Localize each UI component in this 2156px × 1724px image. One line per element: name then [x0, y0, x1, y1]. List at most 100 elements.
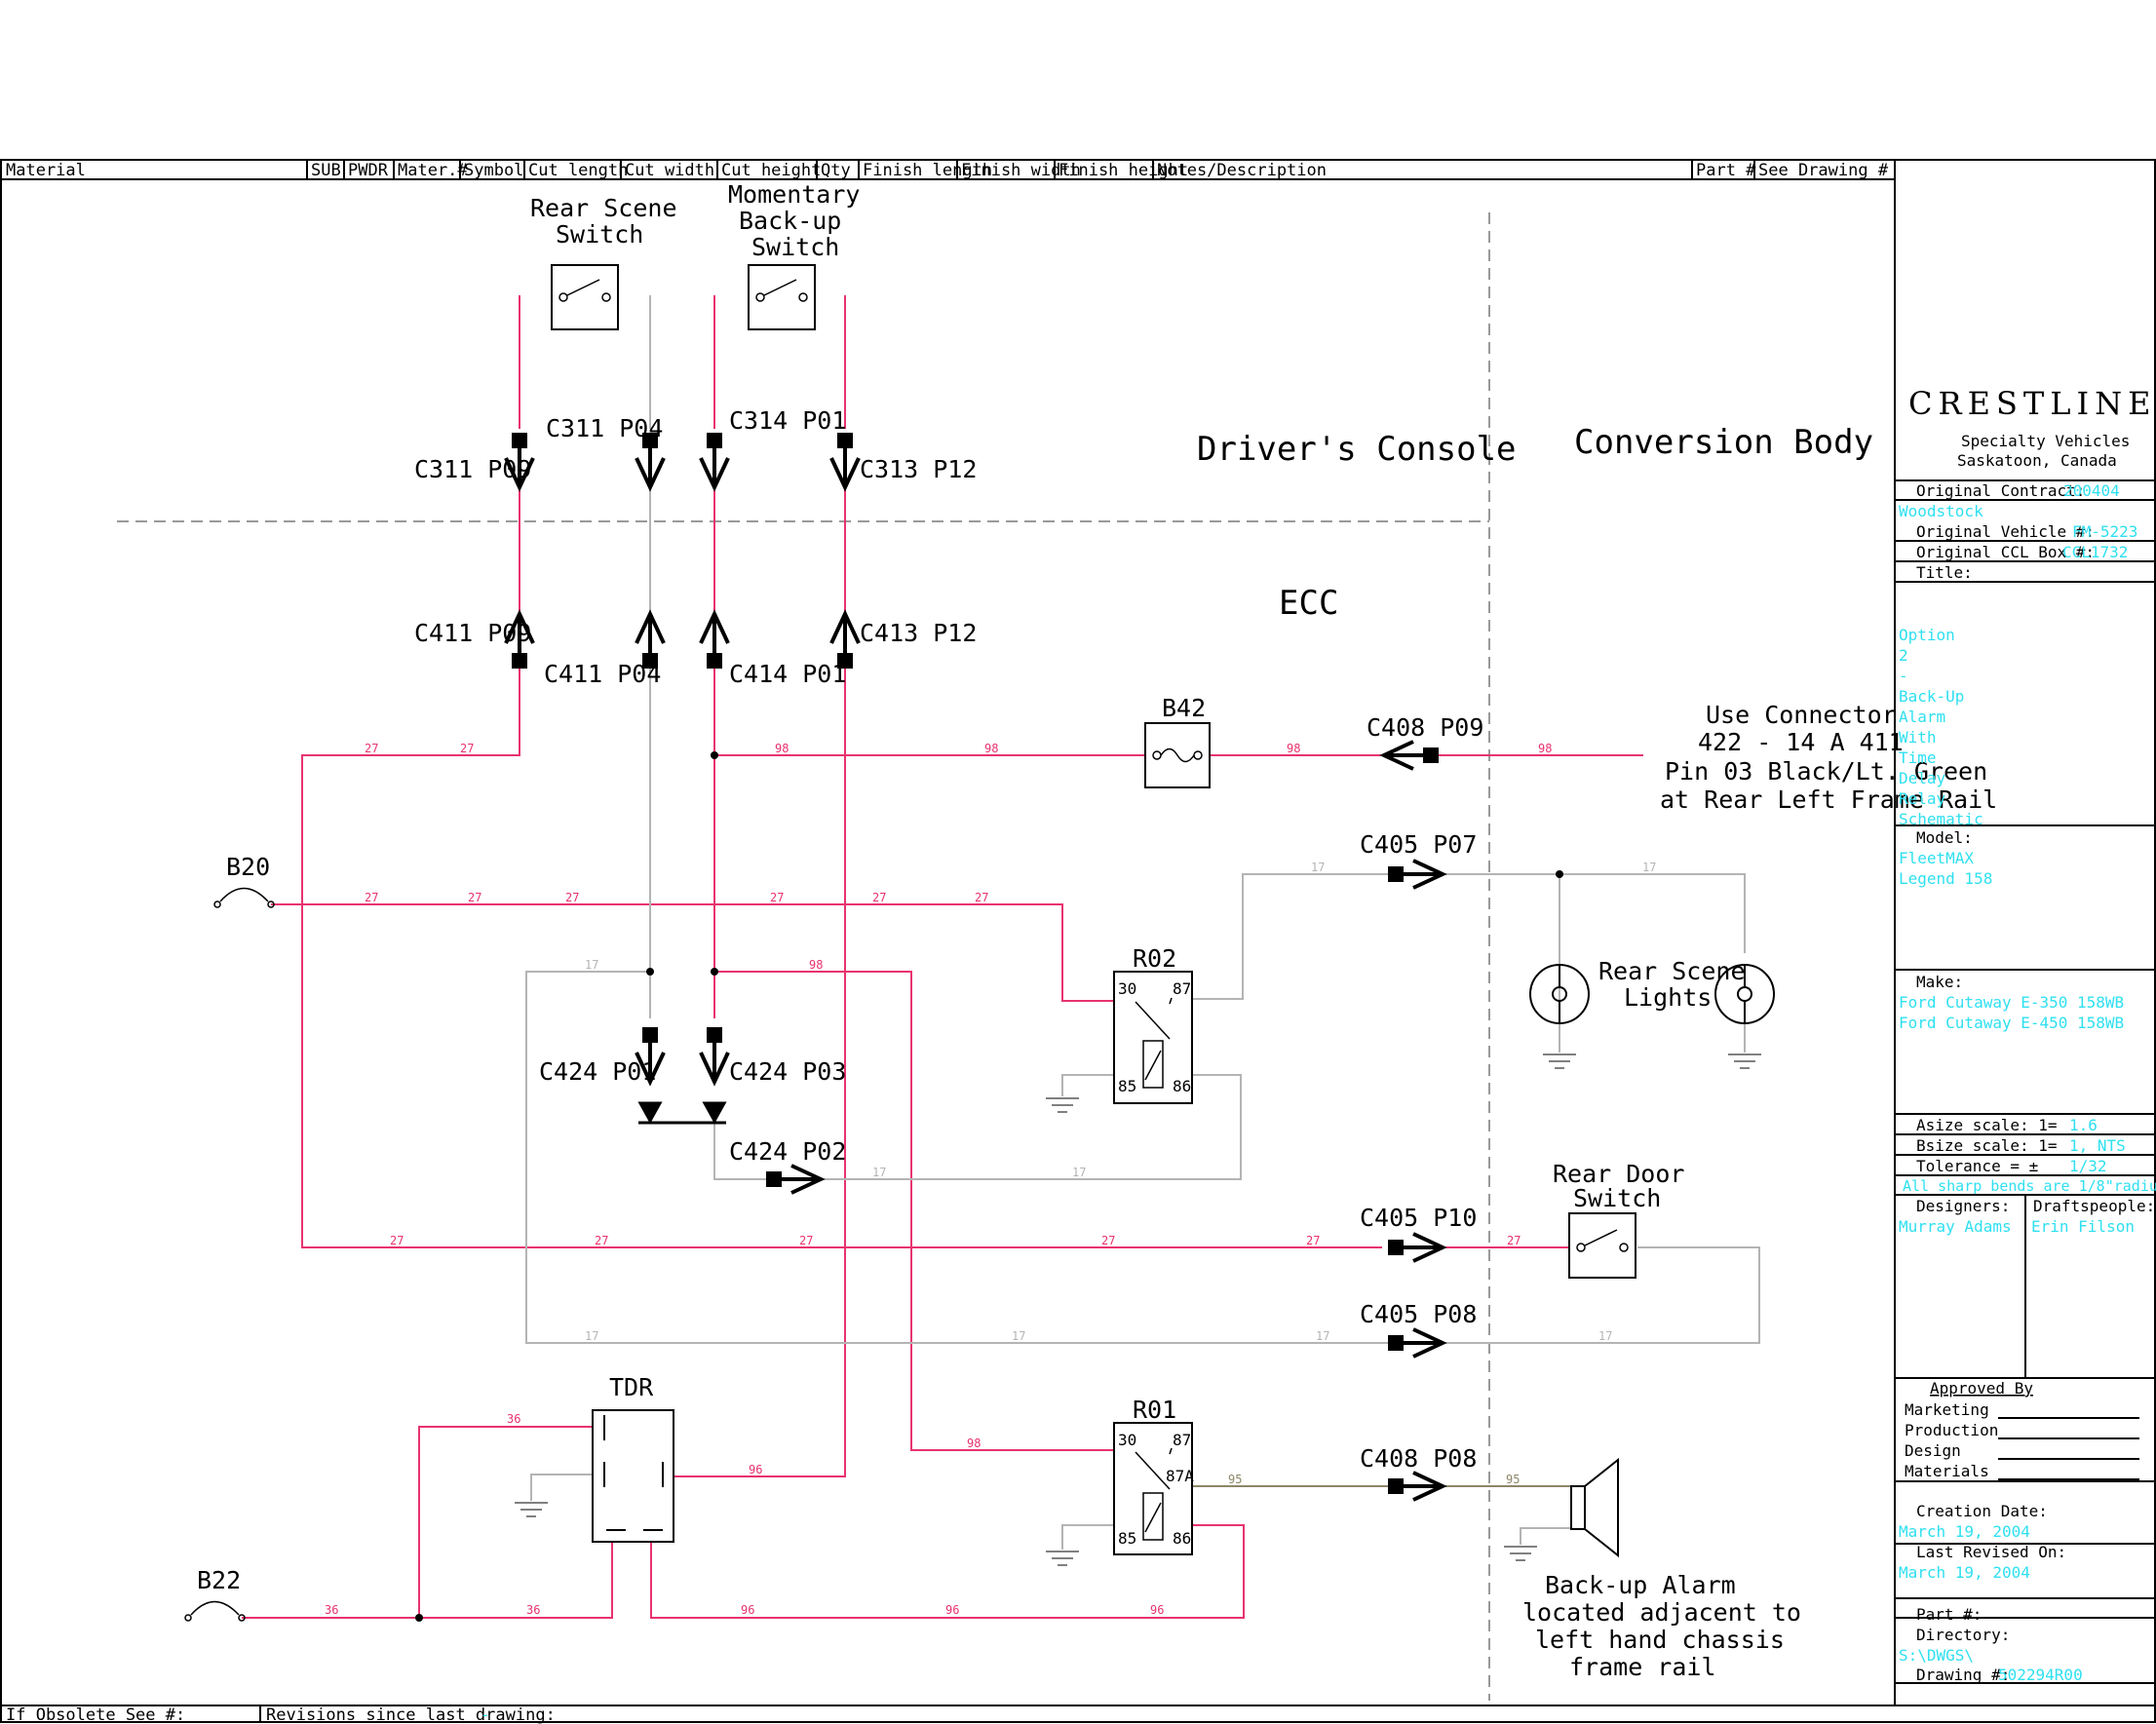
backup-alarm-note-2: located adjacent to	[1522, 1598, 1801, 1627]
connector-c413-p12: C413 P12	[860, 619, 977, 647]
make-label: Make:	[1916, 973, 1963, 991]
wire-label: 96	[741, 1603, 754, 1617]
material-header-row: Material SUB PWDR Mater.# Symbol Cut len…	[6, 161, 1889, 180]
backup-alarm-note-4: frame rail	[1569, 1653, 1716, 1681]
original-contract-label: Original Contract:	[1916, 481, 2085, 500]
draftspeople-label: Draftspeople:	[2033, 1197, 2155, 1215]
wire-label: 98	[809, 958, 823, 972]
backup-switch-label-3: Switch	[751, 233, 839, 261]
bsize-value: 1, NTS	[2069, 1136, 2126, 1155]
directory-label: Directory:	[1916, 1626, 2010, 1644]
c424-splice	[637, 1101, 727, 1125]
wire-label: 27	[1306, 1234, 1320, 1247]
tolerance-value: 1/32	[2069, 1157, 2107, 1175]
tdr-label: TDR	[609, 1373, 654, 1401]
wire-label: 27	[390, 1234, 404, 1247]
zone-dividers	[117, 212, 1490, 1701]
connector-c411-p09: C411 P09	[414, 619, 531, 647]
title-line: Delay	[1899, 769, 1946, 787]
rear-scene-lights-label-1: Rear Scene	[1598, 957, 1746, 985]
backup-switch-label-1: Momentary	[728, 180, 860, 209]
rear-scene-light-left	[1529, 964, 1590, 1024]
header-sub: SUB	[311, 161, 341, 180]
r01-pin-85: 85	[1118, 1529, 1136, 1548]
title-line: With	[1899, 728, 1937, 747]
wire-label: 27	[565, 891, 579, 904]
rear-scene-lights-label-2: Lights	[1624, 983, 1712, 1012]
backup-alarm-note: Back-up Alarm located adjacent to left h…	[1522, 1571, 1801, 1681]
designers-value: Murray Adams	[1899, 1217, 2012, 1236]
use-connector-note-2: 422 - 14 A 411	[1698, 728, 1904, 756]
wire-labels: 27 27 27 27 27 27 27 27 27 27 27 27 27 2…	[325, 742, 1656, 1617]
wire-label: 17	[585, 1329, 598, 1343]
r01-pin-86: 86	[1173, 1529, 1191, 1548]
wires-ground	[530, 1023, 1746, 1550]
backup-alarm-horn	[1570, 1457, 1619, 1558]
wire-label: 98	[984, 742, 998, 755]
part-label: Part #:	[1916, 1605, 1982, 1624]
wire-label: 27	[365, 891, 378, 904]
connector-labels: C311 P09 C311 P04 C314 P01 C313 P12 C411…	[414, 406, 1483, 1473]
title-label: Title:	[1916, 563, 1973, 582]
header-symbol: Symbol	[464, 161, 523, 180]
b22-label: B22	[197, 1566, 241, 1594]
wire-label: 95	[1506, 1473, 1520, 1486]
b20-label: B20	[226, 853, 270, 881]
connector-c411-p04: C411 P04	[544, 660, 661, 688]
r01-relay	[1113, 1422, 1193, 1555]
wires-36	[242, 1426, 613, 1619]
b42-fuse	[1144, 722, 1211, 788]
wire-label: 96	[749, 1463, 762, 1476]
connector-c405-p08: C405 P08	[1360, 1300, 1477, 1328]
wire-label: 27	[1101, 1234, 1115, 1247]
rear-door-switch-label-1: Rear Door	[1553, 1160, 1684, 1188]
connector-c424-p03: C424 P03	[729, 1057, 846, 1086]
directory-value: S:\DWGS\	[1899, 1646, 1974, 1665]
tdr-relay	[592, 1409, 674, 1543]
use-connector-note-3: Pin 03 Black/Lt. Green	[1665, 757, 1987, 785]
wire-label: 96	[1150, 1603, 1164, 1617]
make-line-2: Ford Cutaway E-450 158WB	[1899, 1014, 2124, 1032]
title-line: Time	[1899, 748, 1937, 767]
revised-value: March 19, 2004	[1899, 1563, 2030, 1582]
zone-ecc: ECC	[1279, 584, 1338, 623]
original-vehicle-label: Original Vehicle #:	[1916, 522, 2095, 541]
model-label: Model:	[1916, 828, 1973, 847]
wire-label: 17	[1598, 1329, 1612, 1343]
wire-label: 96	[945, 1603, 959, 1617]
drawing-label: Drawing #:	[1916, 1666, 2010, 1684]
alarm-ground-icon	[1503, 1546, 1538, 1561]
title-line: Alarm	[1899, 708, 1945, 726]
wire-label: 17	[1072, 1166, 1086, 1179]
original-vehicle-value: FM-5223	[2072, 522, 2137, 541]
wires-17	[525, 295, 1760, 1344]
wires-96	[650, 295, 1245, 1619]
junctions	[415, 751, 1563, 1622]
rear-scene-switch	[551, 264, 619, 330]
company-logo: CRESTLINE	[1908, 385, 2156, 422]
connector-c314-p01: C314 P01	[729, 406, 846, 435]
backup-switch-label-2: Back-up	[739, 207, 841, 235]
header-cut-length: Cut length	[528, 161, 628, 180]
connector-c405-p07: C405 P07	[1360, 830, 1477, 859]
title-line: Option	[1899, 626, 1955, 644]
rear-scene-light-right	[1714, 964, 1775, 1024]
wire-label: 17	[585, 958, 598, 972]
make-line-1: Ford Cutaway E-350 158WB	[1899, 993, 2124, 1012]
asize-value: 1.6	[2069, 1116, 2098, 1134]
original-ccl-label: Original CCL Box #:	[1916, 543, 2095, 561]
header-finish-length: Finish length	[863, 161, 992, 180]
connector-c408-p09: C408 P09	[1367, 713, 1483, 742]
header-pwdr: PWDR	[348, 161, 389, 180]
header-see-drawing: See Drawing #	[1758, 161, 1889, 180]
connector-c405-p10: C405 P10	[1360, 1204, 1477, 1232]
wire-label: 27	[1507, 1234, 1521, 1247]
wire-label: 27	[872, 891, 886, 904]
wire-label: 98	[775, 742, 789, 755]
wire-label: 36	[507, 1412, 520, 1426]
zone-conversion-body: Conversion Body	[1574, 423, 1873, 462]
title-line: 2	[1899, 646, 1908, 665]
designers-label: Designers:	[1916, 1197, 2010, 1215]
title-line: Back-Up	[1899, 687, 1964, 706]
header-finish-width: Finish width	[961, 161, 1081, 180]
